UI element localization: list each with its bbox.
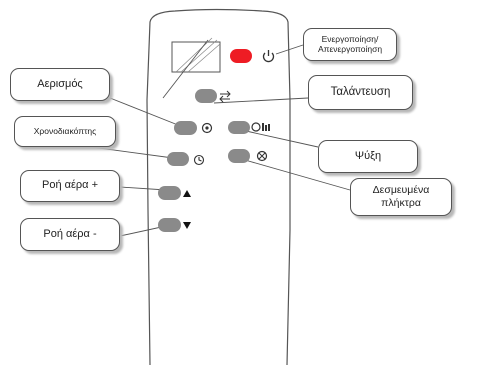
power-label-line2: Απενεργοποίηση xyxy=(317,43,383,54)
display-window xyxy=(162,37,221,99)
power-label-line1: Ενεργοποίηση/ xyxy=(321,33,379,44)
airflow-minus-button-group[interactable] xyxy=(158,218,191,232)
power-icon xyxy=(262,50,275,63)
swing-arrows-icon xyxy=(219,90,231,103)
swing-button-group[interactable] xyxy=(195,89,231,103)
aerismos-callout: Αερισμός xyxy=(10,68,110,101)
timer-button-group[interactable] xyxy=(167,152,205,166)
reserved-callout: Δεσμευμένα πλήκτρα xyxy=(350,178,452,216)
talantefsi-callout: Ταλάντευση xyxy=(308,75,413,110)
power-button-group[interactable] xyxy=(230,49,275,63)
timer-button[interactable] xyxy=(167,152,189,166)
leader-lines xyxy=(83,44,351,237)
airflow-plus-button-group[interactable] xyxy=(158,186,191,200)
reserved-button-group[interactable] xyxy=(228,149,268,163)
psyxi-label: Ψύξη xyxy=(354,149,382,162)
reserved-label-line1: Δεσμευμένα xyxy=(372,183,430,196)
aerismos-label: Αερισμός xyxy=(37,77,83,90)
power-button[interactable] xyxy=(230,49,252,63)
psyxi-callout: Ψύξη xyxy=(318,140,418,173)
cool-button-group[interactable] xyxy=(228,121,270,134)
cool-button[interactable] xyxy=(228,121,250,134)
airflow-plus-callout: Ροή αέρα + xyxy=(20,170,120,202)
remote-body-outline xyxy=(146,8,291,365)
airflow-minus-callout: Ροή αέρα - xyxy=(20,218,120,251)
reserved-icon xyxy=(256,150,268,162)
power-callout: Ενεργοποίηση/ Απενεργοποίηση xyxy=(303,28,397,61)
airflow-plus-label: Ροή αέρα + xyxy=(42,179,98,192)
fan-button-group[interactable] xyxy=(174,121,213,135)
reserved-label-line2: πλήκτρα xyxy=(381,197,421,209)
triangle-up-icon xyxy=(183,190,191,197)
airflow-minus-label: Ροή αέρα - xyxy=(43,227,97,240)
cool-mode-icon xyxy=(251,122,270,132)
airflow-minus-button[interactable] xyxy=(158,218,181,232)
fan-icon xyxy=(201,122,213,134)
timer-icon xyxy=(193,154,205,166)
airflow-plus-button[interactable] xyxy=(158,186,181,200)
swing-button[interactable] xyxy=(195,89,217,103)
timer-callout: Χρονοδιακόπτης xyxy=(14,116,116,147)
timer-label: Χρονοδιακόπτης xyxy=(33,126,97,137)
fan-button[interactable] xyxy=(174,121,197,135)
reserved-button[interactable] xyxy=(228,149,250,163)
talantefsi-label: Ταλάντευση xyxy=(330,86,391,99)
triangle-down-icon xyxy=(183,222,191,229)
